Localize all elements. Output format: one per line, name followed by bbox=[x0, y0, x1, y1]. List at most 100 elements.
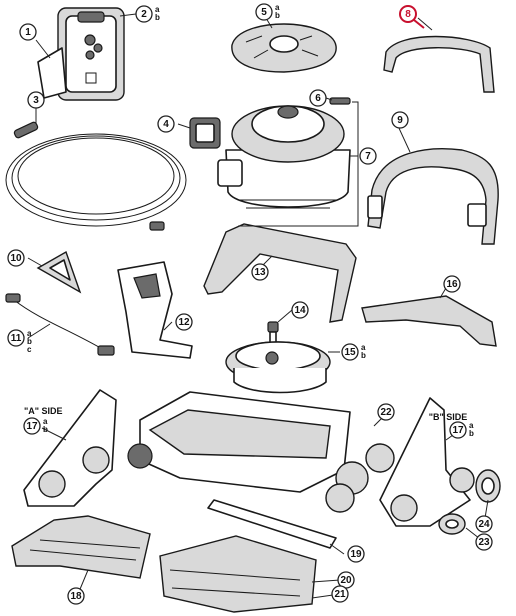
filter-panel-part[interactable] bbox=[11, 515, 151, 579]
callout-number: 18 bbox=[70, 591, 82, 602]
callout-circle bbox=[19, 23, 37, 41]
handle-part[interactable] bbox=[383, 35, 495, 93]
callout-circle bbox=[27, 91, 45, 109]
callout-circle bbox=[23, 417, 41, 435]
callout-variant-letter: b bbox=[361, 351, 366, 360]
callout-number: 4 bbox=[163, 119, 169, 130]
callout-number: 11 bbox=[11, 333, 22, 344]
callout-circle bbox=[475, 533, 493, 551]
callout-10[interactable]: 10 bbox=[7, 249, 25, 267]
cover-bar-part[interactable] bbox=[361, 295, 497, 347]
callout-15[interactable]: 15 ab bbox=[341, 343, 366, 361]
callout-24[interactable]: 24 bbox=[475, 515, 493, 533]
callout-18[interactable]: 18 bbox=[67, 587, 85, 605]
a-side-panel-part[interactable] bbox=[23, 389, 117, 507]
callout-number: 23 bbox=[478, 537, 490, 548]
callout-number: 17 bbox=[26, 421, 38, 432]
callout-number: 10 bbox=[10, 253, 22, 264]
module-part[interactable] bbox=[189, 117, 221, 149]
callout-number: 14 bbox=[294, 305, 306, 316]
power-supply-part[interactable] bbox=[57, 7, 125, 101]
callout-variant-letter: a bbox=[155, 5, 160, 14]
callout-number: 20 bbox=[340, 575, 352, 586]
callout-variant-letter: b bbox=[27, 337, 32, 346]
motor-unit-part[interactable] bbox=[217, 105, 351, 209]
callout-circle bbox=[251, 263, 269, 281]
frame-part[interactable] bbox=[203, 223, 357, 323]
callout-number: 5 bbox=[261, 7, 267, 18]
top-cover-part[interactable] bbox=[231, 23, 337, 73]
callout-number: 3 bbox=[33, 95, 39, 106]
callout-circle bbox=[377, 403, 395, 421]
callout-variant-letter: a bbox=[43, 417, 48, 426]
callout-6[interactable]: 6 bbox=[309, 89, 327, 107]
callout-11[interactable]: 11 abc bbox=[7, 329, 32, 354]
callout-circle bbox=[255, 3, 273, 21]
callout-number: 21 bbox=[334, 589, 346, 600]
callout-circle bbox=[341, 343, 359, 361]
callout-circle bbox=[359, 147, 377, 165]
pin-part[interactable] bbox=[329, 97, 351, 105]
callout-circle bbox=[67, 587, 85, 605]
triangle-part[interactable] bbox=[36, 250, 82, 294]
callout-3[interactable]: 3 bbox=[27, 91, 45, 109]
callout-number: 22 bbox=[380, 407, 392, 418]
screw-part[interactable] bbox=[267, 321, 279, 345]
callout-variant-letter: b bbox=[469, 429, 474, 438]
a-side-label: "A" SIDE bbox=[24, 406, 63, 416]
callout-8[interactable]: 8 bbox=[399, 5, 425, 29]
side-bracket-part[interactable] bbox=[117, 261, 193, 359]
highlight-pointer bbox=[413, 19, 425, 29]
callout-variant-letter: b bbox=[275, 11, 280, 20]
callout-16[interactable]: 16 bbox=[443, 275, 461, 293]
callout-variant-letter: a bbox=[361, 343, 366, 352]
callout-circle bbox=[175, 313, 193, 331]
bar-part[interactable] bbox=[207, 499, 337, 549]
cable-part[interactable] bbox=[5, 293, 115, 356]
pump-part[interactable] bbox=[225, 341, 331, 394]
cable-coil-part[interactable] bbox=[5, 121, 187, 231]
bracket-part[interactable] bbox=[37, 47, 67, 99]
callout-variant-letter: a bbox=[27, 329, 32, 338]
callout-number: 16 bbox=[446, 279, 458, 290]
callout-4[interactable]: 4 bbox=[157, 115, 175, 133]
callout-14[interactable]: 14 bbox=[291, 301, 309, 319]
wheel-part[interactable] bbox=[475, 469, 501, 503]
callout-7[interactable]: 7 bbox=[359, 147, 377, 165]
callout-9[interactable]: 9 bbox=[391, 111, 409, 129]
callout-23[interactable]: 23 bbox=[475, 533, 493, 551]
callout-number: 15 bbox=[344, 347, 356, 358]
callout-number: 13 bbox=[254, 267, 266, 278]
callout-circle bbox=[391, 111, 409, 129]
callout-1[interactable]: 1 bbox=[19, 23, 37, 41]
callout-number: 19 bbox=[350, 549, 362, 560]
callout-variant-letter: a bbox=[275, 3, 280, 12]
callout-number: 17 bbox=[452, 425, 464, 436]
bushing-part[interactable] bbox=[438, 513, 466, 535]
callout-number: 8 bbox=[405, 9, 411, 20]
chassis-part[interactable] bbox=[127, 391, 395, 513]
b-side-panel-part[interactable] bbox=[379, 397, 475, 527]
callout-21[interactable]: 21 bbox=[331, 585, 349, 603]
large-handle-part[interactable] bbox=[367, 148, 499, 245]
callout-circle bbox=[291, 301, 309, 319]
callout-variant-letter: c bbox=[27, 345, 32, 354]
callout-13[interactable]: 13 bbox=[251, 263, 269, 281]
callout-number: 1 bbox=[25, 27, 31, 38]
callout-circle bbox=[331, 585, 349, 603]
callout-number: 2 bbox=[141, 9, 147, 20]
callout-circle bbox=[449, 421, 467, 439]
callout-number: 24 bbox=[478, 519, 490, 530]
callout-22[interactable]: 22 bbox=[377, 403, 395, 421]
callout-circle bbox=[443, 275, 461, 293]
brush-part[interactable] bbox=[159, 535, 317, 613]
callout-circle bbox=[475, 515, 493, 533]
callout-number: 6 bbox=[315, 93, 321, 104]
callout-19[interactable]: 19 bbox=[347, 545, 365, 563]
callout-12[interactable]: 12 bbox=[175, 313, 193, 331]
